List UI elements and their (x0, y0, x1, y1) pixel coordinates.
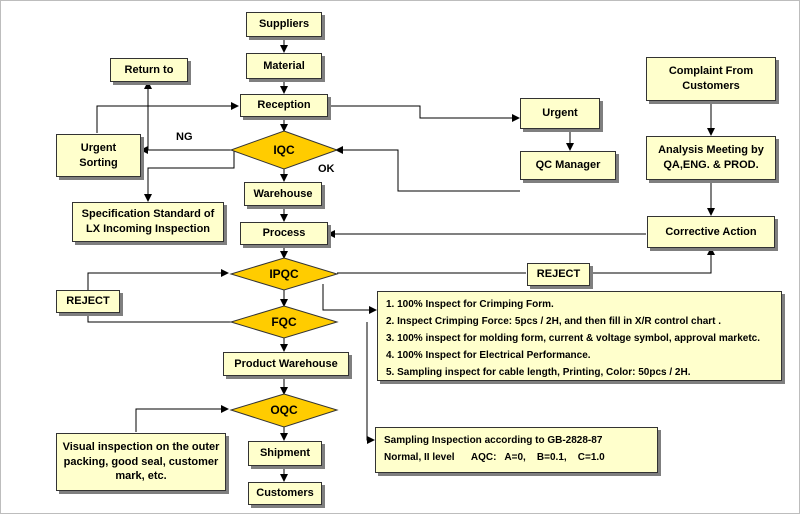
complaint-box: Complaint From Customers (646, 57, 776, 101)
ng-label: NG (176, 131, 193, 143)
complaint-label: Complaint From Customers (668, 65, 754, 92)
inspection-note-2: 2. Inspect Crimping Force: 5pcs / 2H, an… (386, 316, 722, 327)
visual-inspection-box: Visual inspection on the outer packing, … (56, 433, 226, 491)
sampling-notes-box: Sampling Inspection according to GB-2828… (375, 427, 658, 473)
fqc-label: FQC (271, 315, 297, 329)
return-to-box: Return to (110, 58, 188, 82)
iqc-diamond (229, 130, 339, 170)
edge-ipqc-notes (322, 284, 377, 314)
edge-fqc-sampling (366, 322, 375, 444)
edge-reject-ipqc (87, 269, 229, 290)
edge-qcmanager-iqc (335, 146, 520, 192)
product-warehouse-box: Product Warehouse (223, 352, 349, 376)
analysis-meeting-label: Analysis Meeting by QA,ENG. & PROD. (658, 144, 764, 171)
urgent-sorting-box: Urgent Sorting (56, 134, 141, 177)
inspection-note-3: 3. 100% inspect for molding form, curren… (386, 333, 760, 344)
qc-manager-box: QC Manager (520, 151, 616, 180)
suppliers-box: Suppliers (246, 12, 322, 37)
edge-visual-oqc (135, 405, 229, 432)
spec-standard-label: Specification Standard of LX Incoming In… (81, 208, 215, 235)
oqc-diamond (229, 393, 339, 428)
inspection-notes-box: 1. 100% Inspect for Crimping Form. 2. In… (377, 291, 782, 381)
inspection-note-5: 5. Sampling inspect for cable length, Pr… (386, 367, 691, 378)
warehouse-box: Warehouse (244, 182, 322, 206)
inspection-note-1: 1. 100% Inspect for Crimping Form. (386, 299, 554, 310)
reject-left-box: REJECT (56, 290, 120, 313)
ipqc-diamond (229, 257, 339, 291)
sampling-note-2: Normal, II level AQC: A=0, B=0.1, C=1.0 (384, 452, 605, 463)
urgent-box: Urgent (520, 98, 600, 129)
oqc-label: OQC (270, 403, 298, 417)
urgent-sorting-label: Urgent Sorting (79, 141, 118, 169)
corrective-action-box: Corrective Action (647, 216, 775, 248)
reception-box: Reception (240, 94, 328, 117)
inspection-note-4: 4. 100% Inspect for Electrical Performan… (386, 350, 591, 361)
edge-iqc-spec (144, 150, 235, 202)
material-box: Material (246, 53, 322, 79)
reject-right-box: REJECT (527, 263, 590, 286)
ok-label: OK (318, 163, 335, 175)
shipment-box: Shipment (248, 441, 322, 466)
edge-fqc-reject-left (87, 313, 232, 323)
sampling-note-1: Sampling Inspection according to GB-2828… (384, 435, 603, 446)
fqc-diamond (229, 305, 339, 339)
edge-reject-corrective (590, 247, 715, 274)
edge-reception-urgent (328, 105, 520, 122)
edge-sorting-reception (96, 102, 239, 133)
ipqc-label: IPQC (269, 267, 299, 281)
spec-standard-box: Specification Standard of LX Incoming In… (72, 202, 224, 242)
analysis-meeting-box: Analysis Meeting by QA,ENG. & PROD. (646, 136, 776, 180)
iqc-label: IQC (273, 143, 295, 157)
customers-box: Customers (248, 482, 322, 505)
visual-inspection-label: Visual inspection on the outer packing, … (62, 440, 220, 483)
process-box: Process (240, 222, 328, 245)
